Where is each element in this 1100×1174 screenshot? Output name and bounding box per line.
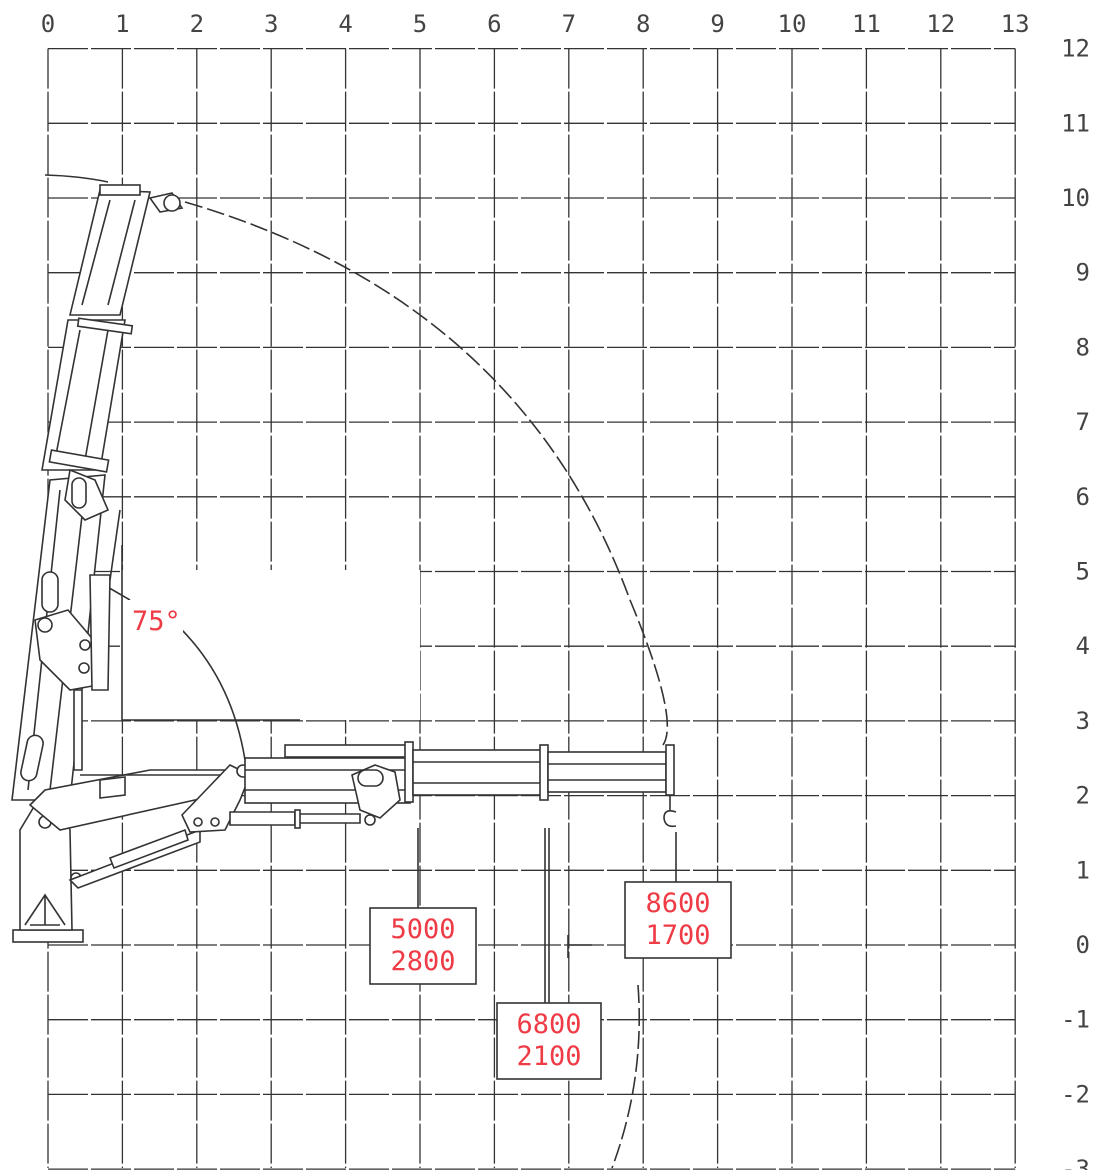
angle-label-bg: [125, 600, 183, 636]
x-tick-label: 7: [562, 10, 576, 38]
y-tick-label: 5: [1076, 558, 1090, 586]
y-tick-label: -3: [1061, 1155, 1090, 1170]
y-tick-label: 10: [1061, 184, 1090, 212]
y-tick-label: 1: [1076, 856, 1090, 884]
x-tick-label: 8: [636, 10, 650, 38]
y-tick-label: 9: [1076, 259, 1090, 287]
y-tick-label: 3: [1076, 707, 1090, 735]
load-pointers: [417, 828, 677, 1003]
y-tick-label: -1: [1061, 1006, 1090, 1034]
x-tick-label: 11: [852, 10, 881, 38]
horizontal-boom: [28, 741, 677, 889]
y-tick-label: 7: [1076, 408, 1090, 436]
arc-top-left: [44, 174, 109, 183]
y-tick-label: 11: [1061, 109, 1090, 137]
load-box-load: 2100: [516, 1041, 581, 1072]
y-tick-label: 12: [1061, 35, 1090, 63]
load-box: [496, 1002, 602, 1080]
y-tick-label: 0: [1076, 931, 1090, 959]
y-tick-label: -2: [1061, 1080, 1090, 1108]
load-box-load: 2800: [390, 946, 455, 977]
load-box-load: 1700: [645, 920, 710, 951]
x-tick-label: 12: [926, 10, 955, 38]
raised-boom: [11, 184, 184, 801]
load-box: [369, 907, 477, 985]
max-reach-arc: [184, 201, 669, 746]
x-tick-label: 2: [190, 10, 204, 38]
x-tick-label: 6: [487, 10, 501, 38]
reach-arc-lower: [611, 984, 640, 1169]
label-mask: [120, 570, 420, 720]
y-tick-label: 4: [1076, 632, 1090, 660]
x-tick-label: 5: [413, 10, 427, 38]
x-tick-label: 13: [1001, 10, 1030, 38]
load-box-reach: 6800: [516, 1009, 581, 1040]
x-tick-label: 9: [710, 10, 724, 38]
x-tick-label: 3: [264, 10, 278, 38]
x-tick-label: 1: [115, 10, 129, 38]
angle-indicator-line: [179, 627, 246, 761]
x-tick-label: 4: [338, 10, 352, 38]
angle-label: 75°: [132, 606, 181, 637]
y-tick-label: 8: [1076, 333, 1090, 361]
y-tick-label: 2: [1076, 782, 1090, 810]
load-box: [624, 881, 732, 959]
x-tick-label: 10: [778, 10, 807, 38]
load-box-reach: 5000: [390, 914, 455, 945]
y-tick-label: 6: [1076, 483, 1090, 511]
load-box-reach: 8600: [645, 888, 710, 919]
x-tick-label: 0: [41, 10, 55, 38]
working-range-outline: [121, 545, 300, 721]
